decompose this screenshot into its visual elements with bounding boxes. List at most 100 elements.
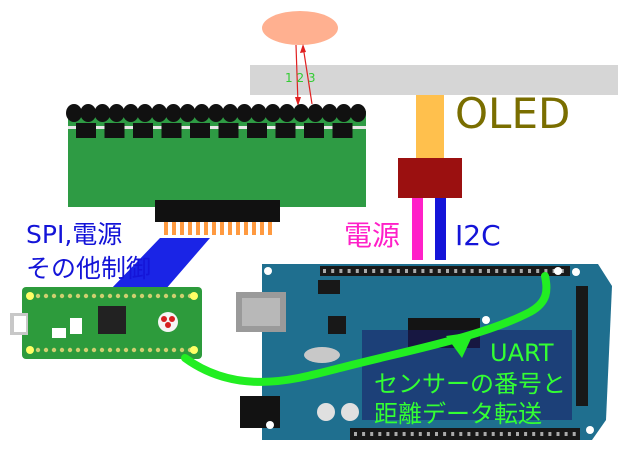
connector-pin <box>196 222 200 235</box>
uart-arrow <box>181 272 551 386</box>
header-pin <box>495 269 499 273</box>
header-pin <box>540 432 544 436</box>
header-pin <box>564 432 568 436</box>
header-pin <box>396 269 400 273</box>
header-pin <box>572 432 576 436</box>
header-pin <box>323 269 326 273</box>
target-object <box>262 11 338 45</box>
pico-pin <box>123 293 129 299</box>
connector-pin <box>204 222 208 235</box>
emit-arrow <box>302 45 313 105</box>
pico-pin <box>91 347 97 353</box>
pico-pin <box>131 347 137 353</box>
pico-pin <box>67 347 73 353</box>
sensor-dome <box>151 104 168 122</box>
spi-power-label: SPI,電源 <box>26 220 123 249</box>
power-label: 電源 <box>344 219 401 252</box>
i2c-label: I2C <box>455 219 501 252</box>
pico-pin <box>179 347 185 353</box>
pico-board <box>10 287 202 359</box>
pico-pin <box>83 347 89 353</box>
pico-pin <box>155 293 161 299</box>
header-pin <box>426 432 430 436</box>
other-control-label: その他制御 <box>26 254 152 283</box>
header-pin <box>429 269 433 273</box>
header-pin <box>378 432 382 436</box>
sensor-chip <box>133 123 153 138</box>
header-pin <box>462 269 466 273</box>
sensor-domes <box>66 104 366 122</box>
header-pin <box>548 432 552 436</box>
arduino-bottom-header-pins <box>354 432 576 436</box>
sensor-number-label: センサーの番号と <box>374 370 566 398</box>
sensor-dome <box>165 104 182 122</box>
sensor-dome <box>80 104 97 122</box>
header-pin <box>516 432 519 436</box>
pico-pin <box>107 347 113 353</box>
pico-pin <box>75 293 81 299</box>
sensor-dome <box>179 104 196 122</box>
header-pin <box>331 269 335 273</box>
pico-pin <box>107 293 113 299</box>
power-wire <box>412 198 423 260</box>
header-pin <box>524 432 528 436</box>
pico-pin <box>51 347 57 353</box>
pico-pin <box>83 293 89 299</box>
uart-arrowhead <box>446 332 474 358</box>
header-pin <box>380 269 384 273</box>
connector-pin <box>236 222 240 235</box>
connector-pin <box>188 222 192 235</box>
connector-pin <box>244 222 248 235</box>
header-pin <box>536 269 540 273</box>
header-pin <box>467 432 471 436</box>
header-pin <box>487 269 490 273</box>
header-pin <box>355 269 359 273</box>
sensor-chip <box>304 123 324 138</box>
pico-pin <box>179 293 185 299</box>
pico-pin <box>59 293 65 299</box>
sensor-chip <box>247 123 267 138</box>
header-pin <box>405 269 408 273</box>
sensor-dome <box>94 104 111 122</box>
header-pin <box>446 269 449 273</box>
sensor-dome <box>222 104 239 122</box>
sensor-dome <box>236 104 253 122</box>
header-pin <box>388 269 392 273</box>
header-pin <box>437 269 441 273</box>
arduino-top-header-pins <box>323 269 564 273</box>
connector-pin <box>172 222 176 235</box>
header-pin <box>470 269 474 273</box>
pico-pin <box>155 347 161 353</box>
header-pin <box>347 269 351 273</box>
header-pin <box>394 432 398 436</box>
sensor-dome <box>122 104 139 122</box>
header-pin <box>354 432 357 436</box>
header-pin <box>386 432 390 436</box>
sensor-dome <box>293 104 310 122</box>
sensor-dome <box>137 104 153 122</box>
pico-pin <box>147 347 153 353</box>
sensor-dome <box>307 104 324 122</box>
header-pin <box>364 269 367 273</box>
sensor-dome <box>208 104 224 122</box>
oled-connector <box>398 158 462 198</box>
sensor-chip <box>161 123 182 138</box>
sensor-board-strip <box>68 126 366 129</box>
header-pin <box>435 432 438 436</box>
header-pin <box>475 432 479 436</box>
sensor-dome <box>335 104 352 122</box>
connector-pin <box>252 222 256 235</box>
pico-pin <box>163 347 169 353</box>
pico-pin <box>147 293 153 299</box>
connector-pin <box>164 222 168 235</box>
pico-pin <box>75 347 81 353</box>
connector-pin <box>180 222 184 235</box>
header-pin <box>499 432 503 436</box>
header-pin <box>370 432 374 436</box>
oled-label: OLED <box>455 89 571 138</box>
i2c-wire <box>435 198 446 260</box>
pico-pin <box>91 293 97 299</box>
pico-pin <box>139 347 145 353</box>
pico-pin <box>43 293 49 299</box>
connector-pin <box>268 222 272 235</box>
